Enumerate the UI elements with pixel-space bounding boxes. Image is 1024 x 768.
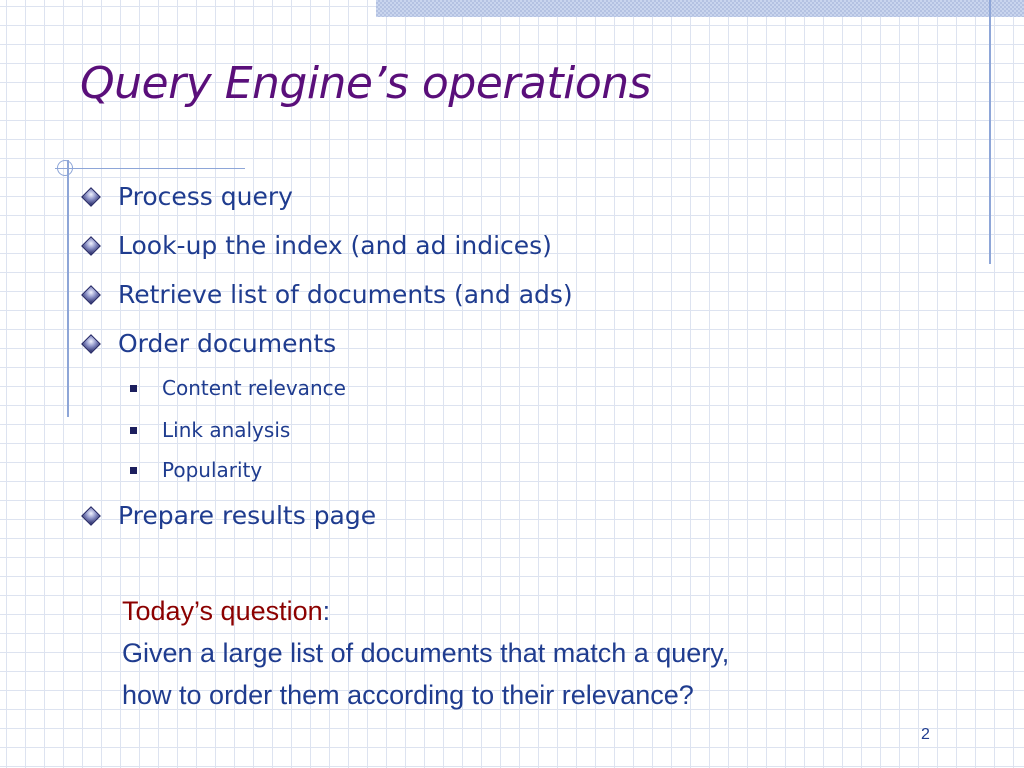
slide-title: Query Engine’s operations xyxy=(80,58,652,109)
sub-bullet-text: Content relevance xyxy=(162,376,346,400)
question-block: Today’s question: Given a large list of … xyxy=(122,590,922,716)
square-bullet-icon xyxy=(130,427,137,434)
bullet-text: Retrieve list of documents (and ads) xyxy=(118,280,573,309)
decorative-top-band xyxy=(376,0,1024,17)
sub-bullet-text: Popularity xyxy=(162,458,263,482)
bullet-text: Process query xyxy=(118,182,293,211)
diamond-bullet-icon xyxy=(81,506,101,526)
diamond-bullet-icon xyxy=(81,236,101,256)
bullet-text: Order documents xyxy=(118,329,337,358)
page-number: 2 xyxy=(921,726,930,743)
bullet-text: Prepare results page xyxy=(118,501,377,530)
bullet-text: Look-up the index (and ad indices) xyxy=(118,231,552,260)
square-bullet-icon xyxy=(130,385,137,392)
diamond-bullet-icon xyxy=(81,187,101,207)
diamond-bullet-icon xyxy=(81,285,101,305)
square-bullet-icon xyxy=(130,467,137,474)
question-colon: : xyxy=(322,596,331,626)
decorative-vertical-line-left xyxy=(67,160,69,417)
decorative-horizontal-line xyxy=(55,168,245,169)
question-heading: Today’s question: xyxy=(122,590,922,632)
decorative-circle xyxy=(57,160,73,176)
question-label: Today’s question xyxy=(122,596,323,626)
sub-bullet-text: Link analysis xyxy=(162,418,291,442)
question-line: Given a large list of documents that mat… xyxy=(122,638,730,668)
question-line: how to order them according to their rel… xyxy=(122,680,694,710)
diamond-bullet-icon xyxy=(81,334,101,354)
decorative-vertical-line-right xyxy=(989,0,991,264)
